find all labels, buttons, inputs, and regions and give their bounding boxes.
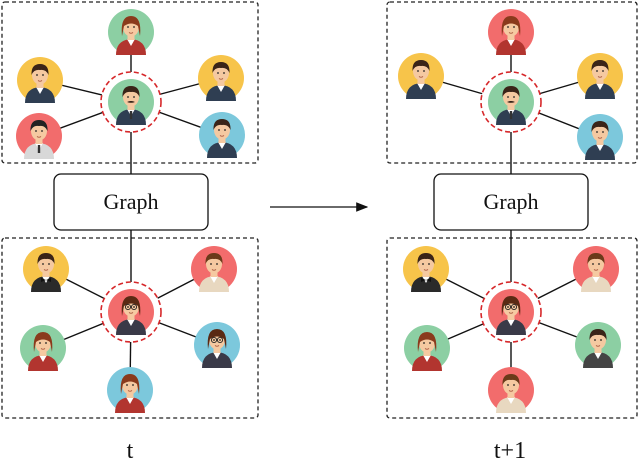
glasses-woman-avatar-icon bbox=[194, 322, 240, 368]
left-top-group-box bbox=[1, 1, 259, 164]
man-avatar-icon bbox=[398, 53, 444, 99]
woman-avatar-icon bbox=[108, 9, 154, 55]
right-graph-box bbox=[433, 173, 589, 231]
bowtie-man-avatar-icon bbox=[403, 246, 449, 292]
woman-avatar-icon bbox=[107, 367, 153, 413]
bowtie-man-avatar-icon bbox=[23, 246, 69, 292]
man-avatar-icon bbox=[488, 367, 534, 413]
right-bottom-group-box bbox=[386, 237, 638, 419]
man-avatar-icon bbox=[573, 246, 619, 292]
suit-man-avatar-icon bbox=[16, 113, 62, 159]
graph-nodes bbox=[16, 9, 623, 413]
right-top-group-box bbox=[386, 1, 638, 164]
woman-avatar-icon bbox=[488, 9, 534, 55]
left-graph-label: Graph bbox=[104, 189, 159, 214]
mustache-man-avatar-icon bbox=[108, 79, 154, 125]
right-graph-label: Graph bbox=[484, 189, 539, 214]
time-label-t-plus-1: t+1 bbox=[494, 438, 526, 461]
woman-avatar-icon bbox=[404, 325, 450, 371]
man-avatar-icon bbox=[199, 112, 245, 158]
glasses-woman-avatar-icon bbox=[108, 289, 154, 335]
left-graph-box bbox=[53, 173, 209, 231]
man-avatar-icon bbox=[577, 53, 623, 99]
woman-avatar-icon bbox=[20, 325, 66, 371]
glasses-woman-avatar-icon bbox=[488, 289, 534, 335]
man-avatar-icon bbox=[191, 246, 237, 292]
man-avatar-icon bbox=[198, 55, 244, 101]
man-avatar-icon bbox=[17, 57, 63, 103]
time-label-t: t bbox=[127, 438, 134, 461]
mustache-man-avatar-icon bbox=[488, 79, 534, 125]
vest-man-avatar-icon bbox=[575, 322, 621, 368]
man-avatar-icon bbox=[577, 114, 623, 160]
